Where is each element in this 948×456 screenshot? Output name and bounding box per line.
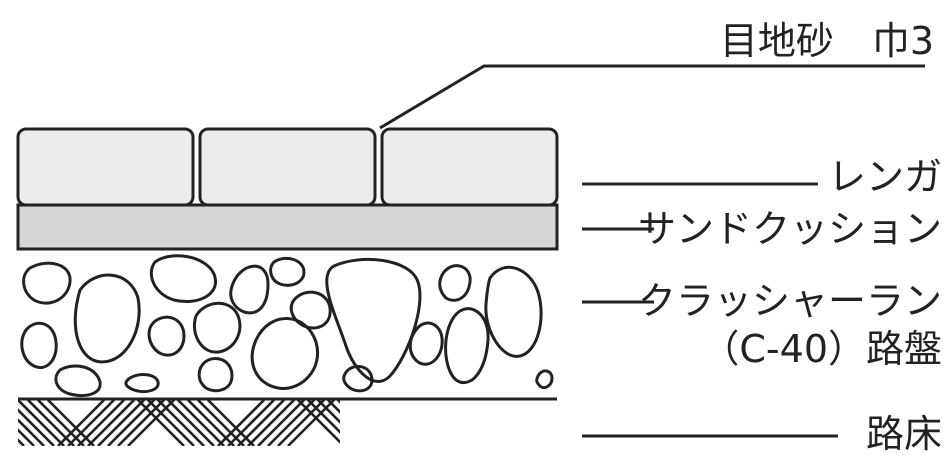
subgrade-hatch-line: [267, 400, 315, 446]
stone: [289, 290, 332, 330]
subgrade-hatch-line: [47, 400, 95, 446]
subgrade-hatch-line: [217, 400, 265, 446]
subgrade-hatch: [18, 400, 414, 446]
subgrade-hatch-line: [57, 400, 105, 446]
stone: [147, 315, 186, 357]
subgrade-hatch-line: [187, 400, 235, 446]
leader-lines: [379, 64, 925, 438]
crusher-run-label: クラッシャーラン: [637, 279, 942, 323]
subgrade-hatch-line: [18, 428, 35, 446]
subgrade-hatch-line: [117, 400, 165, 446]
crusher-run-layer: [18, 254, 557, 401]
subgrade-hatch-line: [18, 400, 65, 446]
subgrade-hatch-line: [287, 400, 335, 446]
subgrade-hatch-line: [317, 400, 340, 424]
joint-sand-label: 目地砂 巾3: [719, 19, 934, 63]
subgrade-hatch-line: [167, 400, 215, 446]
stone: [438, 264, 472, 302]
brick-1: [16, 127, 195, 207]
subgrade-hatch-line: [358, 400, 404, 446]
subgrade-label: 路床: [865, 412, 942, 456]
subgrade-hatch-line: [97, 400, 145, 446]
brick-3: [380, 127, 559, 207]
subgrade-hatch-line: [27, 400, 75, 446]
subgrade-layer: [18, 400, 414, 446]
subgrade-hatch-line: [127, 400, 175, 446]
subgrade-hatch-line: [307, 400, 340, 434]
subgrade-hatch-line: [277, 400, 325, 446]
subgrade-hatch-line: [197, 400, 245, 446]
subgrade-hatch-line: [327, 400, 340, 414]
sand-cushion-layer: [16, 203, 559, 251]
stone: [54, 364, 102, 397]
joint-sand-leader: [379, 64, 925, 130]
subgrade-hatch-line: [107, 400, 155, 446]
subgrade-hatch-line: [177, 400, 225, 446]
stone: [535, 369, 554, 390]
subgrade-hatch-line: [227, 400, 275, 446]
stones: [20, 254, 554, 397]
stone: [73, 273, 141, 364]
stone: [408, 321, 444, 366]
stone: [269, 256, 306, 287]
subgrade-hatch-line: [77, 400, 125, 446]
subgrade-hatch-line: [297, 400, 340, 444]
subgrade-hatch-line: [337, 400, 340, 404]
stone: [484, 265, 543, 358]
subgrade-hatch-line: [348, 400, 394, 446]
subgrade-hatch-line: [18, 418, 45, 446]
subgrade-hatch-line: [157, 400, 205, 446]
stone: [193, 301, 242, 354]
subgrade-hatch-line: [207, 400, 255, 446]
stone: [22, 261, 72, 305]
subgrade-hatch-line: [18, 408, 55, 446]
subgrade-hatch-line: [247, 400, 295, 446]
brick-2: [198, 127, 377, 207]
stone: [342, 364, 374, 393]
subgrade-hatch-line: [237, 400, 285, 446]
stone: [20, 321, 58, 369]
crusher-run-spec-label: （C-40）路盤: [701, 327, 942, 371]
stone: [124, 373, 160, 394]
stone: [444, 307, 490, 385]
stone: [325, 257, 422, 383]
brick-layer: [16, 127, 559, 207]
subgrade-hatch-line: [257, 400, 305, 446]
pavement-cross-section-diagram: [16, 64, 925, 446]
subgrade-hatch-line: [368, 400, 414, 446]
subgrade-hatch-line: [37, 400, 85, 446]
brick-label: レンガ: [827, 155, 942, 199]
stone: [197, 357, 234, 393]
subgrade-hatch-line: [147, 400, 195, 446]
subgrade-hatch-line: [87, 400, 135, 446]
subgrade-hatch-line: [67, 400, 115, 446]
sand-cushion-label: サンドクッション: [637, 207, 942, 251]
stone: [250, 317, 319, 390]
stone: [229, 264, 270, 315]
subgrade-hatch-line: [137, 400, 185, 446]
stone: [149, 254, 218, 303]
